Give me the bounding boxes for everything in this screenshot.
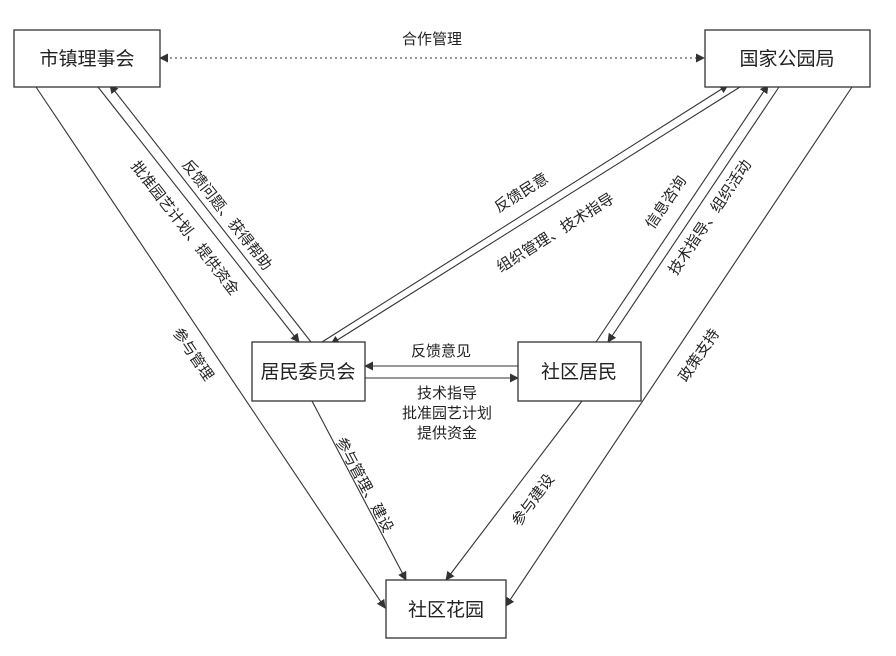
node-community-residents-label: 社区居民 xyxy=(541,361,617,383)
label-tech-guidance: 技术指导 xyxy=(417,384,477,402)
label-participate-build: 参与建设 xyxy=(508,470,558,529)
edge-council-to-garden xyxy=(35,86,386,609)
label-approve-plan: 批准园艺计划 xyxy=(402,404,492,422)
edge-residents-to-garden xyxy=(445,400,583,581)
label-approve-plan-funding: 批准园艺计划、提供资金 xyxy=(127,157,243,298)
node-national-park-bureau-label: 国家公园局 xyxy=(739,48,834,70)
node-national-park-bureau: 国家公园局 xyxy=(704,29,871,88)
label-info-consult: 信息咨询 xyxy=(642,172,690,232)
label-participate-management: 参与管理 xyxy=(169,324,217,384)
label-feedback-opinion: 反馈民意 xyxy=(491,169,551,216)
edge-committee-to-bureau xyxy=(321,84,729,343)
label-provide-funding: 提供资金 xyxy=(417,424,477,442)
node-community-garden-label: 社区花园 xyxy=(408,599,484,621)
label-feedback-get-help: 反馈问题、获得帮助 xyxy=(178,156,275,273)
node-city-council: 市镇理事会 xyxy=(13,29,161,88)
edge-bureau-to-committee xyxy=(330,86,741,345)
edge-council-to-committee xyxy=(97,86,300,343)
node-city-council-label: 市镇理事会 xyxy=(39,48,134,70)
label-participate-mgmt-build: 参与管理、建设 xyxy=(332,434,397,535)
edge-committee-to-garden xyxy=(311,400,407,581)
edge-committee-to-council xyxy=(109,84,312,343)
node-residents-committee: 居民委员会 xyxy=(251,341,366,402)
label-policy-support: 政策支持 xyxy=(675,325,723,385)
edge-bureau-to-garden xyxy=(505,86,853,607)
edge-residents-to-bureau xyxy=(595,84,769,343)
label-cooperative-management: 合作管理 xyxy=(402,30,462,48)
edge-bureau-to-residents xyxy=(607,86,780,343)
node-residents-committee-label: 居民委员会 xyxy=(260,361,355,383)
label-feedback-suggestions: 反馈意见 xyxy=(411,342,471,360)
node-community-garden: 社区花园 xyxy=(385,579,507,639)
node-community-residents: 社区居民 xyxy=(517,341,642,402)
